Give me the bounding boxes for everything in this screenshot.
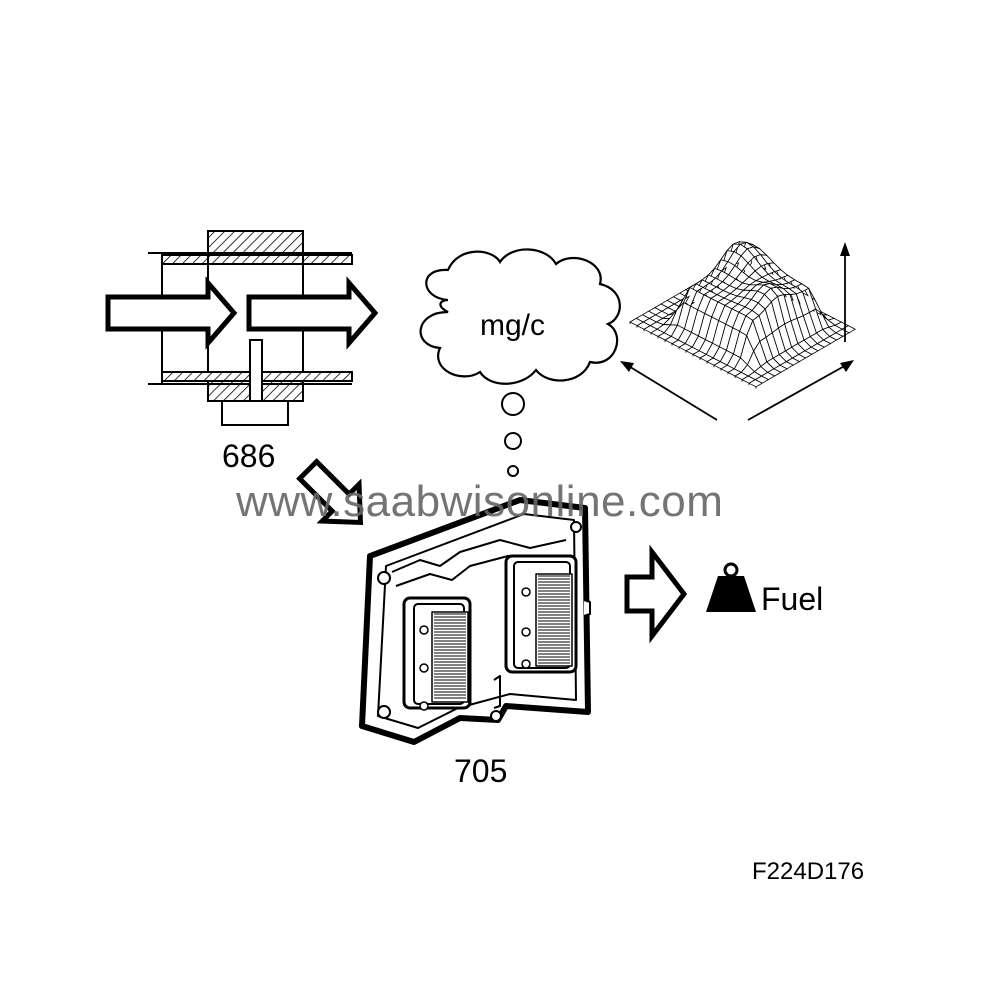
weight-icon xyxy=(706,562,756,612)
cloud-text: mg/c xyxy=(480,309,546,342)
airflow-arrow-right xyxy=(246,276,379,350)
input-arrow xyxy=(296,458,364,526)
fuel-label: Fuel xyxy=(761,581,824,617)
engine-map-surface xyxy=(620,241,857,421)
output-arrow xyxy=(624,544,688,644)
watermark-text: www.saabwisonline.com xyxy=(236,477,724,526)
ecu-number-label: 705 xyxy=(454,753,508,789)
sensor-number-label: 686 xyxy=(222,438,276,474)
airflow-arrow-left xyxy=(105,276,238,350)
thought-cloud xyxy=(419,248,621,477)
figure-code: F224D176 xyxy=(752,858,865,885)
control-module xyxy=(359,497,591,745)
map-cell xyxy=(629,317,645,327)
